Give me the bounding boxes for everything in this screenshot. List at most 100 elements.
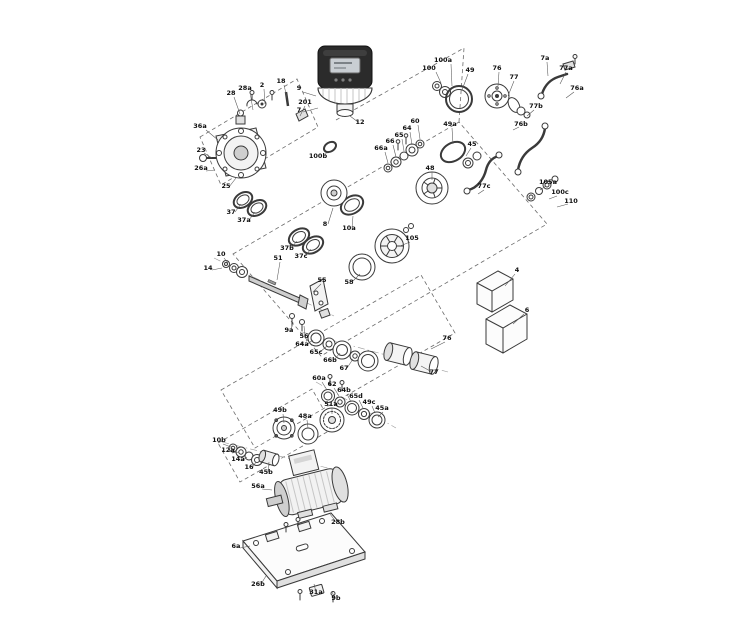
callout-leader-26b [260,575,267,585]
callout-leader-105 [399,241,411,247]
part-callout-58: 58 [344,278,354,286]
sensor-pipes [463,54,578,202]
part-callout-60a: 60a [312,374,325,382]
callout-leader-77a [559,71,567,85]
part-callout-48: 48 [425,164,435,172]
part-callout-45b: 45b [259,468,273,476]
part-callout-77a: 77a [559,64,572,72]
part-callout-56: 56 [299,332,309,340]
callout-leader-10b [222,443,232,448]
sleeve-cylinder [383,342,413,366]
callout-leader-100 [435,71,442,84]
part-callout-76b: 76b [514,120,528,128]
part-callout-9: 9 [297,84,302,92]
impeller [415,140,482,205]
part-callout-9b: 9b [331,594,341,602]
part-callout-76: 76 [492,64,502,72]
part-callout-100b: 100b [309,152,328,160]
callout-leader-55 [312,283,322,293]
callout-leader-2 [263,88,266,105]
callout-leader-64b [346,393,352,403]
callout-leader-37b [290,240,298,249]
callout-leader-4 [504,273,516,287]
callout-leader-49 [461,73,469,91]
part-callout-14a: 14a [231,455,244,463]
callout-leader-10a [351,215,354,229]
part-callout-45a: 45a [375,404,388,412]
part-callout-55: 55 [317,276,327,284]
callout-leader-105a [539,185,547,191]
callout-leader-100c [548,195,558,200]
callout-leader-60a [321,381,328,391]
motor-shaft [265,494,284,508]
callout-leader-58 [351,273,361,283]
callout-leader-62 [333,387,340,397]
part-callout-64b: 64b [337,386,351,394]
callout-leader-49c [371,405,376,414]
part-callout-7a: 7a [541,54,550,62]
callout-leader-45a [377,411,384,418]
pipe-clamp [308,583,325,597]
part-callout-37c: 37c [295,252,308,260]
pump-shaft-assembly [222,260,331,332]
part-callout-65d: 65d [349,392,363,400]
part-callout-25: 25 [221,182,231,190]
sensor-bracket [295,108,309,122]
part-callout-37: 37 [226,208,235,216]
part-callout-37a: 37a [237,216,250,224]
part-callout-49b: 49b [273,406,287,414]
callout-leader-10 [223,257,229,264]
part-callout-65: 65 [394,131,404,139]
clamp [246,99,258,107]
callout-leader-36a [205,129,219,141]
drive-display [329,57,361,74]
callout-leader-66 [392,144,397,158]
callout-leader-67 [346,358,354,369]
part-callout-26a: 26a [194,164,207,172]
pipe-bracket [562,60,576,71]
part-callout-16: 16 [244,463,254,471]
callout-leader-201 [299,105,306,117]
callout-leader-100a [450,63,453,87]
callout-leader-28b [329,513,337,523]
part-callout-49: 49 [465,66,475,74]
callout-leader-100b [322,150,329,158]
part-callout-45: 45 [467,140,477,148]
part-callout-60: 60 [410,117,420,125]
part-callout-28b: 28b [331,518,345,526]
part-callout-8: 8 [323,220,328,228]
shaft-seal [348,223,414,281]
spacer-stack-upper [383,133,425,173]
motor-foot [297,508,314,520]
motor-end-bell [331,466,349,503]
part-callout-76a: 76a [570,84,583,92]
callout-leader-9b [331,591,336,599]
callout-leader-77 [420,365,433,373]
callout-leader-65d [358,399,364,409]
vent-valve [199,154,207,162]
part-callout-49c: 49c [363,398,376,406]
part-callout-28a: 28a [238,84,251,92]
part-callout-65c: 65c [310,348,323,356]
callout-leader-65 [401,138,405,152]
callout-leader-64 [409,131,413,146]
callout-leader-25 [228,177,237,188]
callout-leader-76b [512,126,520,131]
motor [265,449,349,520]
pump-head [199,90,309,179]
callout-leader-16 [251,461,257,469]
callout-leader-28a [249,91,254,111]
part-callout-110: 110 [564,197,578,205]
part-callout-77: 77 [509,73,518,81]
part-callout-77c: 77c [478,182,491,190]
part-callout-28: 28 [226,89,236,97]
callout-leader-7a [546,61,549,77]
callout-leader-9a [290,321,294,331]
callout-leader-49b [282,413,285,424]
callout-leader-37 [234,203,242,213]
callout-leader-12a [231,451,240,454]
callout-leader-77c [477,189,485,195]
